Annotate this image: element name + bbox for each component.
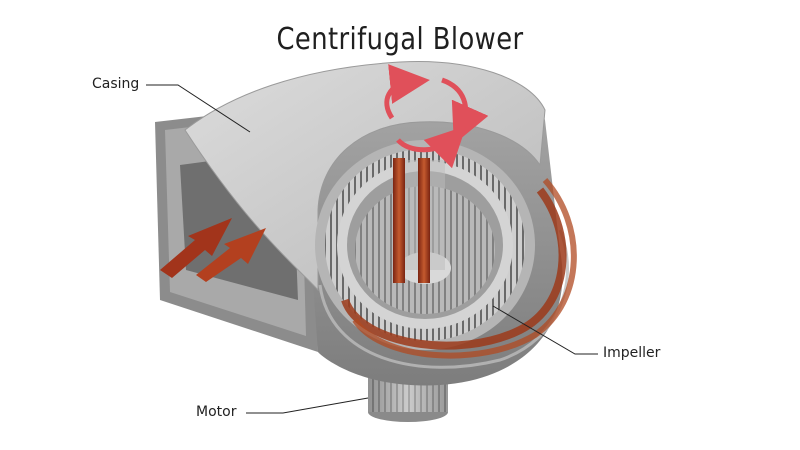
- impeller-label: Impeller: [603, 345, 661, 361]
- motor-leader-line: [246, 397, 369, 414]
- leader-lines: [146, 84, 598, 414]
- casing-label: Casing: [92, 76, 140, 92]
- diagram-title: Centrifugal Blower: [276, 22, 524, 57]
- impeller-leader-line: [492, 305, 598, 355]
- casing-leader-line: [146, 84, 251, 133]
- motor-label: Motor: [196, 404, 237, 420]
- airflow-paths: [160, 158, 577, 359]
- rotation-arrows: [384, 64, 489, 169]
